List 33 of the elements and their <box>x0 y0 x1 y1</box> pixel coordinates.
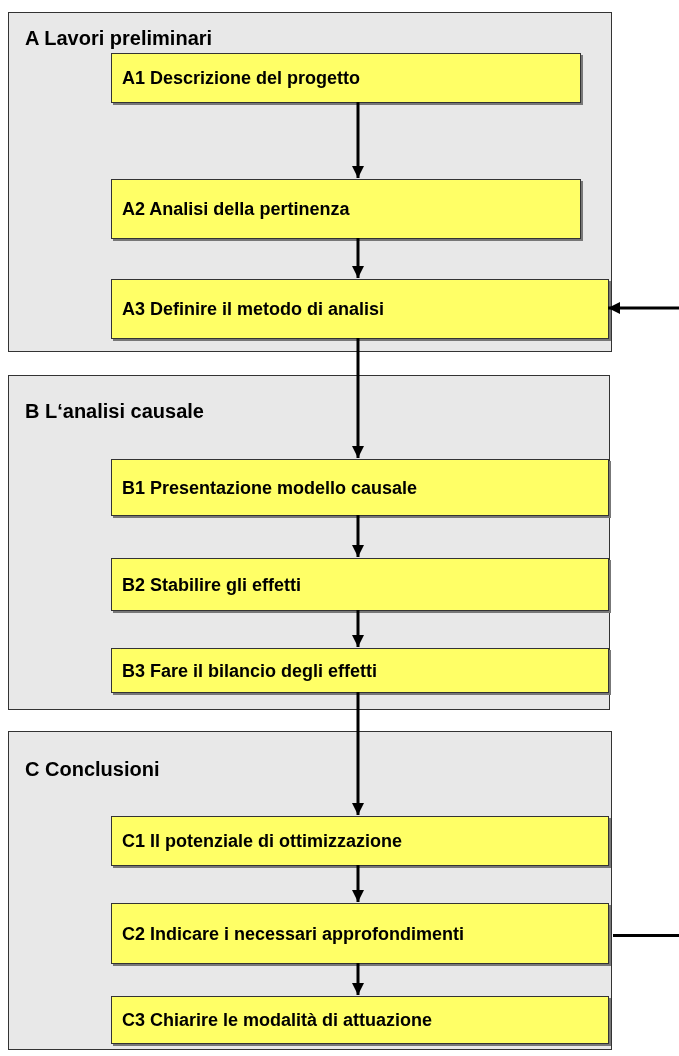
step-box <box>111 816 609 866</box>
step-box <box>111 459 609 516</box>
arrow <box>352 865 364 902</box>
step-label: A3 Definire il metodo di analisi <box>122 299 385 319</box>
arrow <box>608 302 679 314</box>
phase-title: B L‘analisi causale <box>25 400 204 422</box>
step-box <box>111 53 581 103</box>
phase-panel <box>8 731 612 1050</box>
step-box <box>111 996 609 1044</box>
arrow <box>352 963 364 995</box>
phase-panel <box>8 375 610 710</box>
arrow <box>352 338 364 458</box>
step-label: A1 Descrizione del progetto <box>122 68 361 88</box>
step-box <box>111 558 609 611</box>
arrow <box>352 610 364 647</box>
step-label: C3 Chiarire le modalità di attuazione <box>122 1010 433 1030</box>
step-box <box>111 903 609 964</box>
step-label: C1 Il potenziale di ottimizzazione <box>122 831 403 851</box>
arrow <box>352 515 364 557</box>
phase-panel <box>8 12 612 352</box>
phase-title: A Lavori preliminari <box>25 27 213 49</box>
step-box <box>111 648 609 693</box>
arrow <box>352 238 364 278</box>
step-label: A2 Analisi della pertinenza <box>122 199 350 219</box>
step-label: C2 Indicare i necessari approfondimenti <box>122 923 465 944</box>
arrow <box>352 102 364 178</box>
step-label: B3 Fare il bilancio degli effetti <box>122 660 378 681</box>
phase-title: C Conclusioni <box>25 758 160 780</box>
step-label: B1 Presentazione modello causale <box>122 477 418 498</box>
step-box <box>111 279 609 339</box>
arrow <box>352 692 364 815</box>
step-label: B2 Stabilire gli effetti <box>122 574 302 595</box>
step-box <box>111 179 581 239</box>
